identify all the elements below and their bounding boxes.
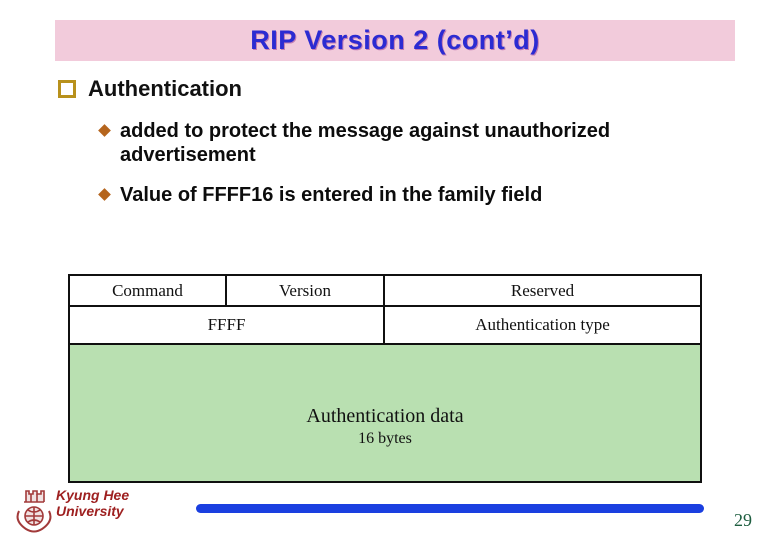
organization-line1: Kyung Hee bbox=[56, 487, 130, 503]
field-authentication-data: Authentication data 16 bytes bbox=[70, 345, 700, 481]
field-version: Version bbox=[227, 276, 385, 307]
organization-line2: University bbox=[56, 503, 124, 519]
title-banner: RIP Version 2 (cont’d) bbox=[55, 20, 735, 61]
footer-divider-bar bbox=[196, 504, 704, 513]
field-command: Command bbox=[70, 276, 227, 307]
organization-name: Kyung Hee University bbox=[56, 487, 129, 519]
slide-title: RIP Version 2 (cont’d) bbox=[250, 25, 540, 55]
section-heading-row: Authentication bbox=[58, 76, 242, 102]
authentication-data-size: 16 bytes bbox=[358, 429, 412, 447]
packet-format-diagram: Command Version Reserved FFFF Authentica… bbox=[68, 274, 702, 483]
authentication-data-label: Authentication data bbox=[306, 404, 464, 427]
list-item: added to protect the message against una… bbox=[98, 119, 611, 167]
field-ffff: FFFF bbox=[70, 307, 385, 345]
section-heading: Authentication bbox=[88, 76, 242, 101]
diamond-bullet-icon bbox=[98, 188, 111, 201]
page-number: 29 bbox=[734, 510, 752, 530]
university-logo-icon bbox=[16, 490, 52, 533]
diamond-bullet-icon bbox=[98, 124, 111, 137]
field-authentication-type: Authentication type bbox=[385, 307, 700, 345]
list-item: Value of FFFF16 is entered in the family… bbox=[98, 183, 543, 207]
field-reserved: Reserved bbox=[385, 276, 700, 307]
bullet-text: added to protect the message against una… bbox=[120, 120, 611, 166]
square-bullet-icon bbox=[58, 80, 76, 98]
bullet-text: Value of FFFF16 is entered in the family… bbox=[120, 184, 543, 206]
